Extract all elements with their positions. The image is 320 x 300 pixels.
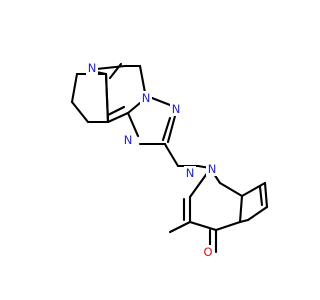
bond: [240, 181, 267, 198]
atom-labels: N N N N N N O: [86, 61, 218, 259]
bond: [168, 220, 192, 234]
bond: [214, 220, 242, 232]
nitrogen-label: N: [124, 133, 133, 147]
molecule-structure: N N N N N N O: [70, 61, 269, 259]
molecule-canvas: N N N N N N O: [70, 61, 269, 259]
bond: [70, 100, 90, 124]
bond: [263, 181, 269, 209]
bond: [106, 105, 126, 117]
nitrogen-label: N: [208, 162, 217, 176]
nitrogen-label: N: [172, 102, 181, 116]
bond: [166, 114, 177, 144]
bond: [150, 96, 172, 107]
bond: [238, 218, 250, 224]
bond: [161, 116, 172, 142]
bond: [246, 205, 269, 222]
bond: [104, 72, 110, 124]
nitrogen-label: N: [186, 166, 195, 180]
bond: [258, 185, 264, 207]
bonds: [70, 62, 269, 254]
oxygen-label: O: [203, 245, 212, 259]
bond: [188, 170, 210, 199]
bond: [188, 220, 218, 232]
bond: [70, 72, 79, 104]
nitrogen-label: N: [88, 61, 97, 75]
bond: [126, 111, 140, 138]
bond: [108, 62, 123, 80]
bond: [218, 181, 244, 198]
bond: [106, 111, 130, 124]
nitrogen-label: N: [142, 91, 151, 105]
bond: [164, 144, 180, 168]
bond: [238, 194, 244, 224]
